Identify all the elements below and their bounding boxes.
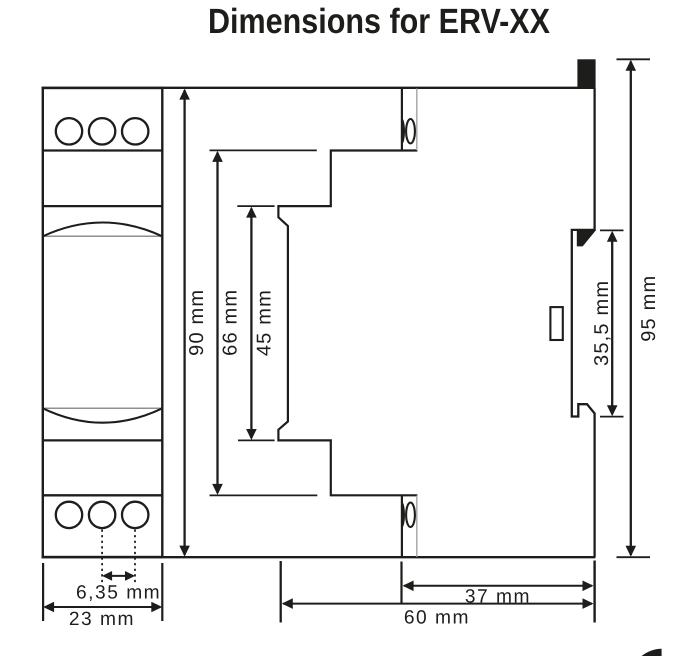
svg-text:90 mm: 90 mm xyxy=(186,289,208,356)
svg-text:35,5 mm: 35,5 mm xyxy=(591,280,613,366)
svg-text:6,35 mm: 6,35 mm xyxy=(76,582,161,603)
svg-text:37 mm: 37 mm xyxy=(465,587,531,608)
svg-text:95 mm: 95 mm xyxy=(638,275,660,342)
svg-text:23 mm: 23 mm xyxy=(69,609,135,630)
svg-text:66 mm: 66 mm xyxy=(220,289,242,356)
svg-text:45 mm: 45 mm xyxy=(253,289,275,356)
svg-text:Dimensions for ERV-XX: Dimensions for ERV-XX xyxy=(208,2,551,41)
svg-text:60 mm: 60 mm xyxy=(404,608,470,629)
